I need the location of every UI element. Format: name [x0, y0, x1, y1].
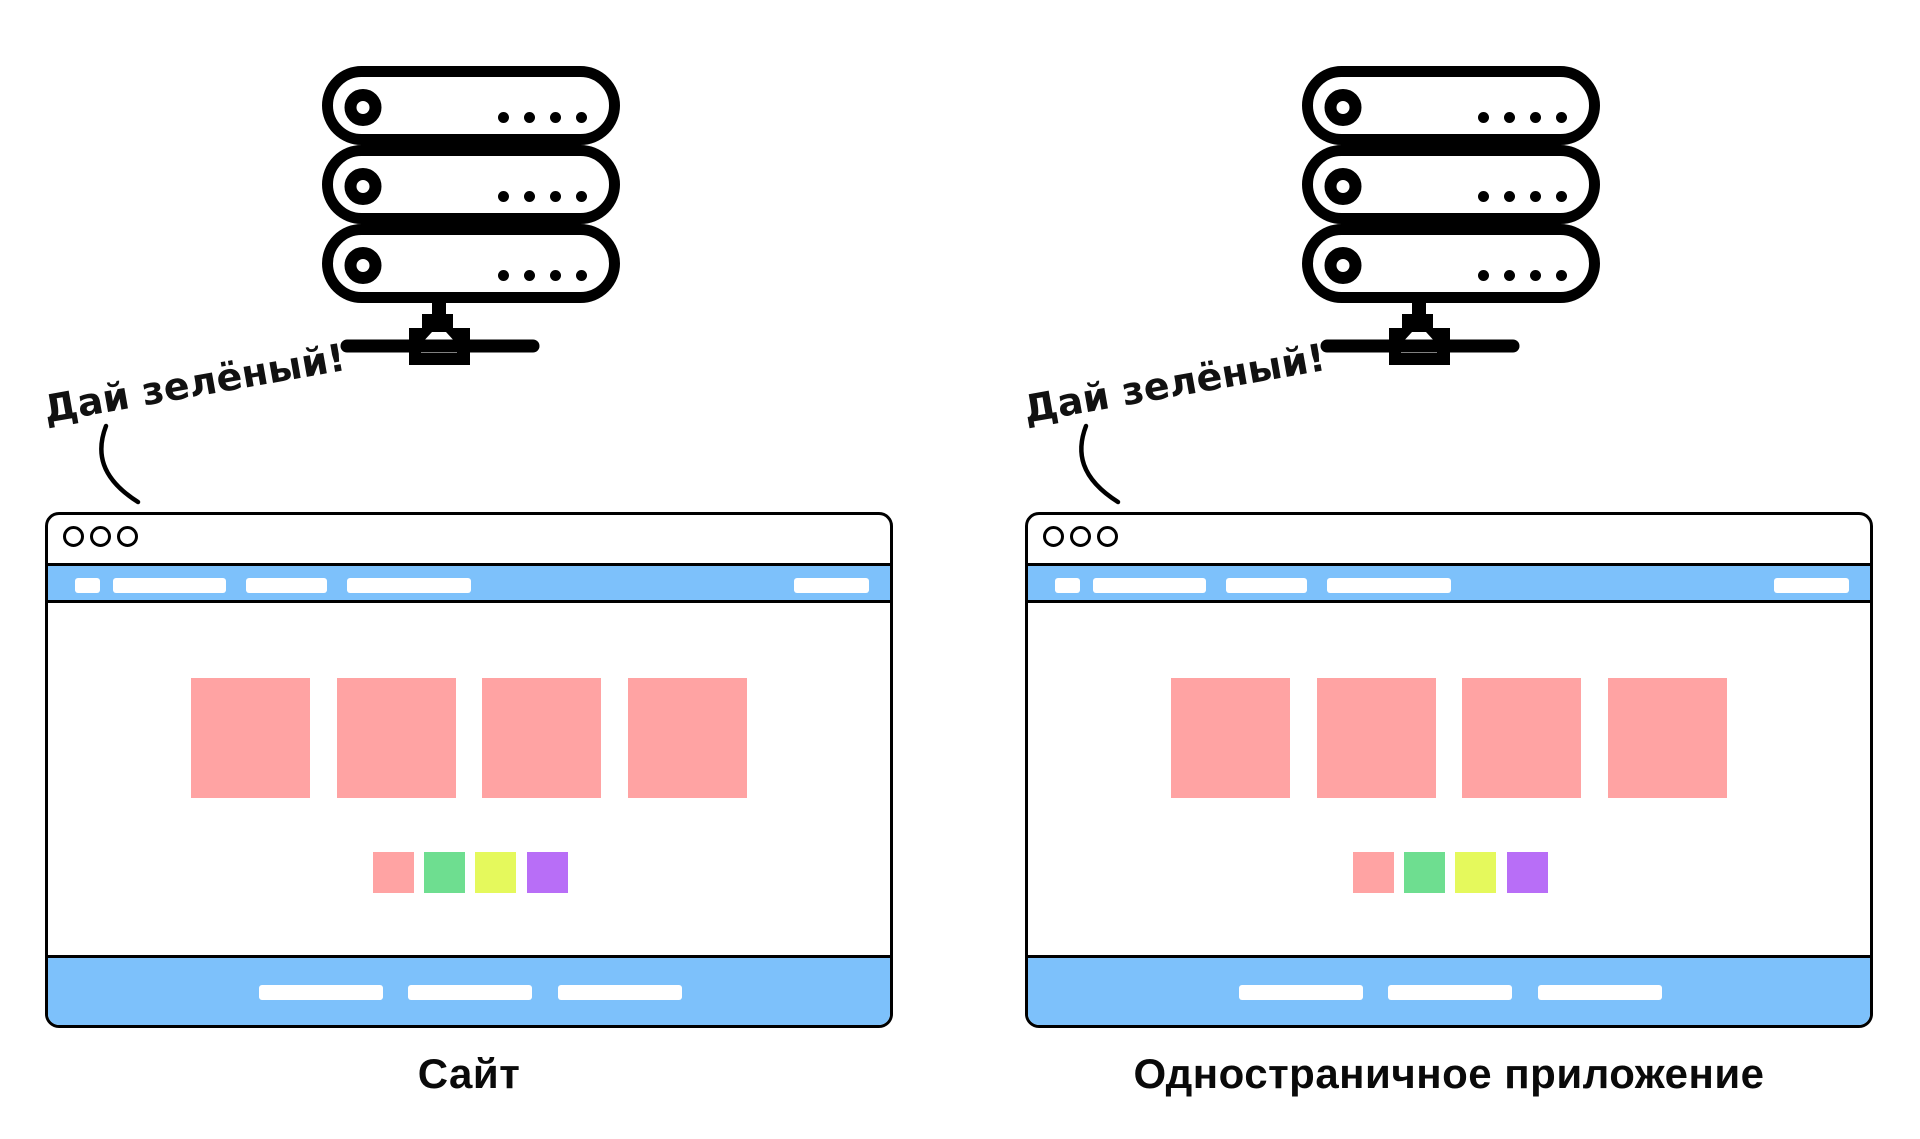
window-control-icon: [1097, 526, 1118, 547]
swatch-yellow-icon: [475, 852, 516, 893]
nav-logo-placeholder: [1055, 578, 1080, 593]
content-card-placeholder: [1462, 678, 1581, 798]
nav-item-placeholder: [1226, 578, 1307, 593]
panel-spa: Дай зелёный!: [980, 0, 1920, 1139]
nav-item-placeholder: [1093, 578, 1206, 593]
panel-site: Дай зелёный!: [0, 0, 940, 1139]
nav-item-placeholder: [794, 578, 869, 593]
nav-logo-placeholder: [75, 578, 100, 593]
swatch-green-icon: [1404, 852, 1445, 893]
nav-item-placeholder: [113, 578, 226, 593]
server-stack-icon: [1302, 66, 1600, 365]
nav-item-placeholder: [1774, 578, 1849, 593]
content-card-placeholder: [337, 678, 456, 798]
footer-link-placeholder: [1388, 985, 1512, 1000]
swatch-pink-icon: [373, 852, 414, 893]
window-control-icon: [90, 526, 111, 547]
footer: [1028, 955, 1870, 1025]
swatch-pink-icon: [1353, 852, 1394, 893]
window-control-icon: [1043, 526, 1064, 547]
footer-link-placeholder: [1239, 985, 1363, 1000]
window-control-icon: [117, 526, 138, 547]
window-control-icon: [1070, 526, 1091, 547]
swatch-yellow-icon: [1455, 852, 1496, 893]
content-card-placeholder: [628, 678, 747, 798]
swatch-purple-icon: [1507, 852, 1548, 893]
content-card-placeholder: [482, 678, 601, 798]
content-card-placeholder: [1317, 678, 1436, 798]
footer-link-placeholder: [1538, 985, 1662, 1000]
browser-window: [45, 512, 893, 1028]
panel-label: Одностраничное приложение: [1133, 1050, 1765, 1097]
speech-text: Дай зелёный!: [1020, 335, 1329, 432]
footer-link-placeholder: [408, 985, 532, 1000]
footer-link-placeholder: [558, 985, 682, 1000]
pointer-curve-icon: [1079, 423, 1121, 505]
navbar: [48, 563, 890, 603]
nav-item-placeholder: [347, 578, 471, 593]
panel-label: Сайт: [417, 1050, 521, 1097]
pointer-curve-icon: [99, 423, 141, 505]
footer: [48, 955, 890, 1025]
navbar: [1028, 563, 1870, 603]
swatch-purple-icon: [527, 852, 568, 893]
content-card-placeholder: [191, 678, 310, 798]
window-control-icon: [63, 526, 84, 547]
nav-item-placeholder: [246, 578, 327, 593]
swatch-green-icon: [424, 852, 465, 893]
nav-item-placeholder: [1327, 578, 1451, 593]
content-card-placeholder: [1171, 678, 1290, 798]
server-stack-icon: [322, 66, 620, 365]
browser-window: [1025, 512, 1873, 1028]
speech-text: Дай зелёный!: [40, 335, 349, 432]
footer-link-placeholder: [259, 985, 383, 1000]
content-card-placeholder: [1608, 678, 1727, 798]
